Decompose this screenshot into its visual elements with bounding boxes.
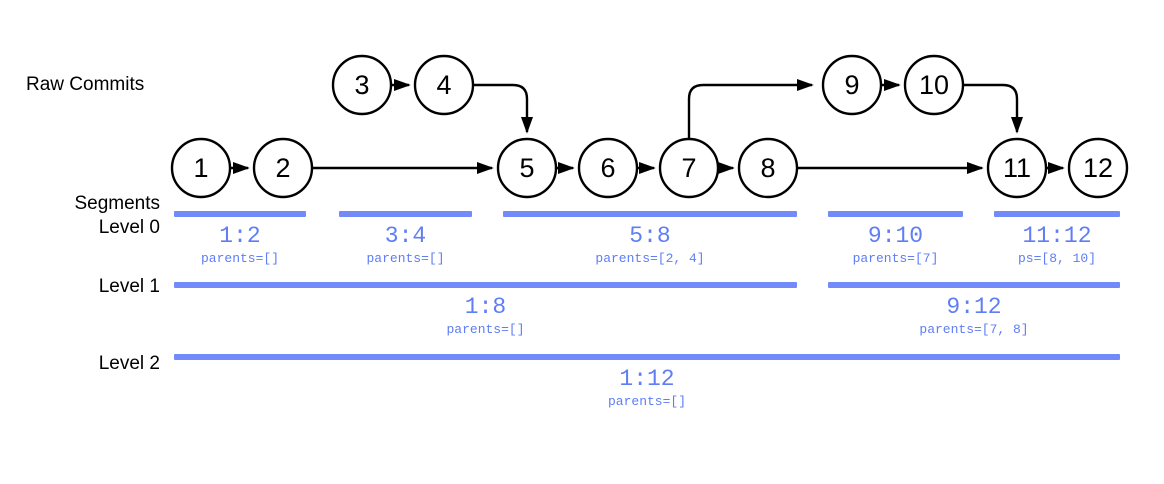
graph-edges-elbow bbox=[473, 78, 1024, 139]
edge-7-9 bbox=[687, 78, 814, 139]
segment-label-level_0-0: 1:2 parents=[] bbox=[174, 224, 306, 267]
segment-label-level_2-0: 1:12 parents=[] bbox=[174, 367, 1120, 410]
commit-node-circle bbox=[737, 137, 799, 199]
segment-bar-level_0-4[interactable] bbox=[994, 211, 1120, 217]
commit-node-label: 2 bbox=[275, 153, 290, 183]
commit-node-circle bbox=[252, 137, 314, 199]
segment-range: 5:8 bbox=[629, 223, 671, 249]
segment-range: 1:8 bbox=[464, 294, 507, 320]
segment-label-level_0-1: 3:4 parents=[] bbox=[339, 224, 472, 267]
commit-node-circle bbox=[821, 54, 883, 116]
commit-node-circle bbox=[577, 137, 639, 199]
commit-node-8[interactable]: 8 bbox=[737, 137, 799, 199]
commit-node-label: 10 bbox=[919, 70, 949, 100]
commit-node-5[interactable]: 5 bbox=[496, 137, 558, 199]
row-label-level-1: Level 1 bbox=[98, 276, 160, 297]
commit-node-label: 5 bbox=[519, 153, 534, 183]
commit-node-circle bbox=[903, 54, 965, 116]
commit-node-circle bbox=[658, 137, 720, 199]
commit-node-6[interactable]: 6 bbox=[577, 137, 639, 199]
segment-label-level_1-0: 1:8 parents=[] bbox=[174, 295, 797, 338]
segment-label-level_0-2: 5:8 parents=[2, 4] bbox=[503, 224, 797, 267]
commit-node-circle bbox=[413, 54, 475, 116]
commit-node-4[interactable]: 4 bbox=[413, 54, 475, 116]
commit-node-label: 7 bbox=[681, 153, 696, 183]
commit-node-circle bbox=[331, 54, 393, 116]
graph-edges-straight bbox=[230, 78, 1065, 175]
segment-bar-level_1-1[interactable] bbox=[828, 282, 1120, 288]
segment-parents: parents=[7, 8] bbox=[919, 322, 1029, 338]
segment-bar-level_0-1[interactable] bbox=[339, 211, 472, 217]
commit-node-label: 12 bbox=[1083, 153, 1113, 183]
commit-node-label: 6 bbox=[600, 153, 615, 183]
commit-node-circle bbox=[496, 137, 558, 199]
edge-10-11 bbox=[963, 83, 1024, 134]
commit-node-circle bbox=[1067, 137, 1129, 199]
segment-bar-level_0-3[interactable] bbox=[828, 211, 963, 217]
segment-range: 11:12 bbox=[1022, 223, 1092, 249]
row-label-segments: Segments bbox=[74, 193, 160, 214]
commit-node-label: 8 bbox=[760, 153, 775, 183]
edge-4-5 bbox=[473, 83, 534, 134]
segment-range: 1:2 bbox=[219, 223, 261, 249]
segment-bar-level_1-0[interactable] bbox=[174, 282, 797, 288]
segment-parents: parents=[] bbox=[446, 322, 525, 338]
segment-bar-level_0-0[interactable] bbox=[174, 211, 306, 217]
segment-label-level_0-4: 11:12 ps=[8, 10] bbox=[994, 224, 1120, 267]
commit-node-9[interactable]: 9 bbox=[821, 54, 883, 116]
segment-bar-level_0-2[interactable] bbox=[503, 211, 797, 217]
row-label-level-2: Level 2 bbox=[98, 353, 160, 374]
commit-node-label: 4 bbox=[436, 70, 451, 100]
commit-node-2[interactable]: 2 bbox=[252, 137, 314, 199]
segment-parents: parents=[] bbox=[200, 251, 279, 267]
segment-range: 3:4 bbox=[384, 223, 427, 249]
commit-node-12[interactable]: 12 bbox=[1067, 137, 1129, 199]
segment-range: 9:12 bbox=[946, 294, 1002, 320]
segment-range: 9:10 bbox=[867, 223, 924, 249]
row-label-level-0: Level 0 bbox=[98, 217, 160, 238]
commit-node-11[interactable]: 11 bbox=[986, 137, 1048, 199]
segment-parents: parents=[7] bbox=[852, 251, 939, 267]
segment-parents: parents=[] bbox=[607, 394, 686, 410]
commit-node-label: 1 bbox=[193, 153, 208, 183]
segment-parents: parents=[] bbox=[366, 251, 445, 267]
segment-parents: ps=[8, 10] bbox=[1017, 251, 1096, 267]
commit-node-10[interactable]: 10 bbox=[903, 54, 965, 116]
segment-range: 1:12 bbox=[619, 366, 675, 392]
segment-bar-level_2-0[interactable] bbox=[174, 354, 1120, 360]
segment-label-level_0-3: 9:10 parents=[7] bbox=[828, 224, 963, 267]
commit-node-circle bbox=[170, 137, 232, 199]
commit-node-1[interactable]: 1 bbox=[170, 137, 232, 199]
segment-parents: parents=[2, 4] bbox=[595, 251, 705, 267]
commit-node-label: 3 bbox=[354, 70, 369, 100]
commit-node-circle bbox=[986, 137, 1048, 199]
commit-node-7[interactable]: 7 bbox=[658, 137, 720, 199]
commit-node-3[interactable]: 3 bbox=[331, 54, 393, 116]
segment-label-level_1-1: 9:12 parents=[7, 8] bbox=[828, 295, 1120, 338]
commit-node-label: 11 bbox=[1003, 153, 1031, 183]
row-label-raw-commits: Raw Commits bbox=[26, 74, 145, 95]
commit-node-label: 9 bbox=[844, 70, 859, 100]
